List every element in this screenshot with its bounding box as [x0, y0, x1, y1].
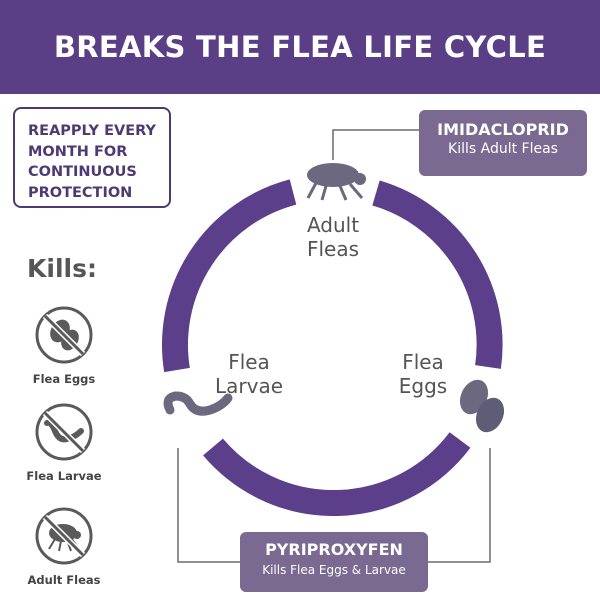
kill-label-flea-larvae: Flea Larvae — [26, 469, 102, 483]
ring-arc-adult-to-eggs — [372, 180, 503, 369]
cycle-label-flea-larvae: Flea Larvae — [214, 350, 284, 398]
pyriproxyfen-subtitle: Kills Flea Eggs & Larvae — [262, 563, 406, 577]
flea-larva-icon — [163, 391, 233, 416]
imidacloprid-title: IMIDACLOPRID — [437, 120, 569, 139]
kill-label-adult-fleas: Adult Fleas — [27, 573, 101, 587]
pyriproxyfen-callout: PYRIPROXYFEN Kills Flea Eggs & Larvae — [240, 532, 428, 592]
adult-flea-crossed-icon — [35, 507, 93, 565]
page-title: BREAKS THE FLEA LIFE CYCLE — [53, 30, 547, 64]
kills-heading: Kills: — [27, 254, 97, 283]
reapply-notice-box: REAPPLY EVERY MONTH FOR CONTINUOUS PROTE… — [13, 107, 171, 208]
flea-larvae-crossed-icon — [35, 403, 93, 461]
imidacloprid-callout: IMIDACLOPRID Kills Adult Fleas — [419, 110, 587, 176]
imidacloprid-subtitle: Kills Adult Fleas — [448, 141, 558, 157]
ring-arc-eggs-to-larvae — [203, 432, 471, 516]
cycle-label-adult-fleas: Adult Fleas — [306, 213, 360, 261]
reapply-notice-text: REAPPLY EVERY MONTH FOR CONTINUOUS PROTE… — [28, 123, 156, 201]
pyriproxyfen-connector-left — [177, 448, 240, 563]
adult-flea-icon — [306, 163, 366, 201]
imidacloprid-connector — [332, 129, 419, 160]
ring-arc-larvae-to-adult — [162, 179, 297, 373]
kill-label-flea-eggs: Flea Eggs — [32, 372, 96, 386]
header-banner: BREAKS THE FLEA LIFE CYCLE — [0, 0, 600, 94]
pyriproxyfen-connector-right — [428, 448, 491, 563]
pyriproxyfen-title: PYRIPROXYFEN — [265, 540, 403, 559]
cycle-label-flea-eggs: Flea Eggs — [398, 350, 448, 398]
flea-eggs-crossed-icon — [35, 306, 93, 364]
